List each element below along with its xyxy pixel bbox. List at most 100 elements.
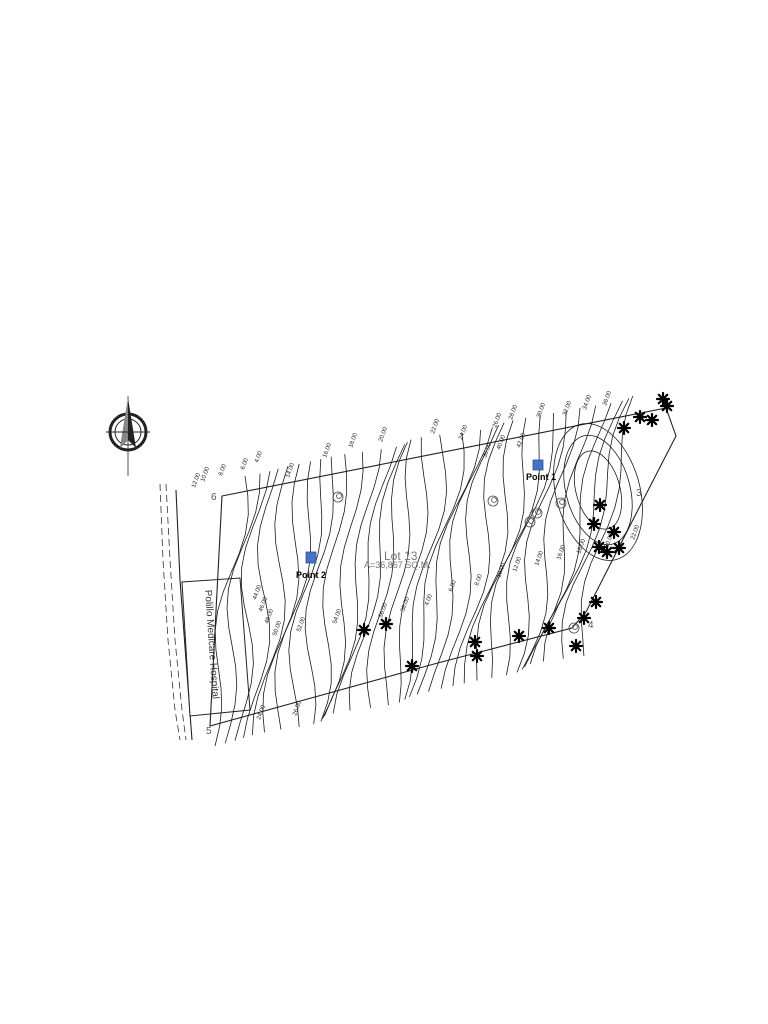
point-1-label: Point 1 xyxy=(526,472,556,482)
tree-icon xyxy=(586,516,602,532)
contour-line xyxy=(234,471,271,741)
shrub-icon xyxy=(524,516,536,528)
contour-line xyxy=(506,412,554,676)
lot-area: A=36,867 SQ.M. xyxy=(364,560,431,570)
hilltop-contour xyxy=(563,434,633,546)
contour-line xyxy=(409,432,465,698)
corner-label-6: 6 xyxy=(211,492,217,503)
shrub-icon xyxy=(487,495,499,507)
contour-line xyxy=(404,434,448,700)
contour-elevation-label: 50.00 xyxy=(272,620,283,637)
contour-elevation-label: 58.00 xyxy=(400,596,411,613)
contour-lines xyxy=(214,395,643,747)
tree-icon xyxy=(541,620,557,636)
contour-elevation-label: 52.00 xyxy=(296,616,307,633)
contour-elevation-label: 14.00 xyxy=(534,550,545,567)
contour-line xyxy=(348,444,406,711)
contour-elevation-label: 14.00 xyxy=(285,462,296,479)
tree-icon xyxy=(511,628,527,644)
contour-elevation-label: 16.00 xyxy=(556,544,567,561)
contour-line xyxy=(243,468,279,738)
contour-elevation-label: 6.00 xyxy=(240,457,250,471)
lot-boundary xyxy=(209,407,677,727)
contour-elevation-label: 46.00 xyxy=(258,596,269,613)
contour-elevation-label: 20.00 xyxy=(378,426,389,443)
tree-icon xyxy=(659,398,675,414)
tree-icon xyxy=(356,622,372,638)
contour-line xyxy=(543,400,623,662)
contour-elevation-label: 28.00 xyxy=(508,404,519,421)
point-1-marker xyxy=(532,459,544,471)
corner-label-3: 3 xyxy=(636,488,642,499)
contour-elevation-label: 22.00 xyxy=(630,524,641,541)
contour-line xyxy=(399,437,429,703)
tree-icon xyxy=(644,412,660,428)
shrub-icon xyxy=(531,507,543,519)
contour-line xyxy=(322,451,364,719)
contour-elevation-label: 24.00 xyxy=(458,424,469,441)
tree-icon xyxy=(632,409,648,425)
corner-label-4: 4 xyxy=(588,620,594,631)
contour-line xyxy=(452,422,505,687)
contour-line xyxy=(324,449,382,717)
contour-elevation-label: 24.00 xyxy=(256,704,267,721)
contour-elevation-label: 26.00 xyxy=(492,412,503,429)
contour-elevation-label: 56.00 xyxy=(378,602,389,619)
shrubs xyxy=(332,491,580,634)
tree-icon xyxy=(469,648,485,664)
contour-line xyxy=(252,466,289,736)
contour-line xyxy=(529,403,612,665)
contour-line xyxy=(383,439,412,706)
contour-elevation-label: 18.00 xyxy=(576,538,587,555)
contour-elevation-label: 16.00 xyxy=(322,442,333,459)
tree-icon xyxy=(606,524,622,540)
contour-elevation-label: 10.00 xyxy=(496,562,507,579)
contour-elevation-label: 20.00 xyxy=(604,532,615,549)
contour-elevation-label: 30.00 xyxy=(536,402,547,419)
tree-icon xyxy=(611,540,627,556)
contour-elevation-label: 36.00 xyxy=(602,390,613,407)
point-2-label: Point 2 xyxy=(296,570,326,580)
contour-elevation-label: 26.00 xyxy=(292,700,303,717)
tree-icon xyxy=(592,497,608,513)
contour-line xyxy=(561,398,630,659)
contour-line xyxy=(489,415,541,678)
tree-icon xyxy=(616,420,632,436)
contour-line xyxy=(440,424,499,689)
shrub-icon xyxy=(568,622,580,634)
contour-elevation-label: 34.00 xyxy=(582,394,593,411)
contour-elevation-label: 4.00 xyxy=(254,450,264,464)
contour-elevation-label: 48.00 xyxy=(264,608,275,625)
tree-icon xyxy=(599,544,615,560)
tree-icon xyxy=(378,616,394,632)
contour-elevation-label: 10.00 xyxy=(200,466,211,483)
contour-line xyxy=(320,454,348,722)
contour-line xyxy=(274,461,311,730)
contour-elevation-label: 44.00 xyxy=(252,584,263,601)
north-arrow-icon xyxy=(106,396,150,476)
point-2: Point 2 xyxy=(296,551,326,580)
point-1: Point 1 xyxy=(526,459,556,482)
contour-line xyxy=(521,408,581,670)
contour-elevation-label: 54.00 xyxy=(332,608,343,625)
contour-elevation-label: 8.00 xyxy=(218,463,228,477)
contour-line xyxy=(262,463,300,733)
contour-line xyxy=(304,456,334,725)
contour-line xyxy=(332,446,397,714)
contour-line xyxy=(428,427,493,692)
contour-elevation-label: 8.00 xyxy=(474,573,484,587)
contour-line xyxy=(580,395,634,657)
trees xyxy=(356,391,675,674)
lot-name: Lot 13 xyxy=(384,549,418,563)
contour-line xyxy=(214,475,249,747)
contour-line xyxy=(224,473,261,744)
contour-elevation-label: 18.00 xyxy=(348,432,359,449)
tree-icon xyxy=(568,638,584,654)
contour-line xyxy=(524,405,597,668)
tree-icon xyxy=(588,594,604,610)
point-2-marker xyxy=(305,551,317,564)
contour-line xyxy=(416,429,481,695)
contour-elevation-label: 12.00 xyxy=(191,472,202,489)
